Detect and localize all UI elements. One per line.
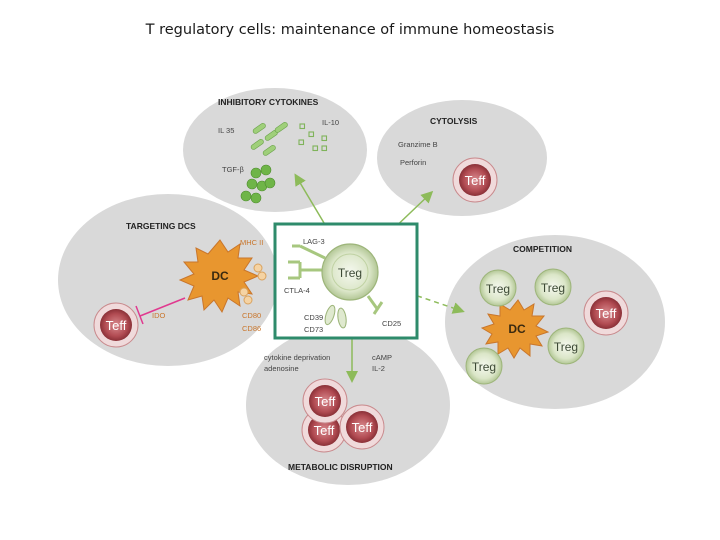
mhc-label: MHC II — [240, 238, 263, 247]
svg-text:Treg: Treg — [338, 266, 362, 280]
central-treg-receptors — [288, 244, 384, 329]
il10-molecules — [298, 123, 328, 152]
svg-text:Teff: Teff — [596, 306, 617, 321]
cytokine-deprivation-label: cytokine deprivation — [264, 353, 330, 362]
tgfb-label: TGF-β — [222, 165, 244, 174]
cd39-label: CD39 — [304, 313, 323, 322]
dc-cell-targeting: DC — [178, 239, 260, 314]
svg-text:Treg: Treg — [554, 340, 578, 354]
camp-label: cAMP — [372, 353, 392, 362]
cytolysis-panel — [377, 100, 547, 216]
teff-cell: Teff — [302, 378, 348, 424]
ctla4-label: CTLA-4 — [284, 286, 310, 295]
teff-cell: Teff — [93, 302, 139, 348]
svg-text:Treg: Treg — [486, 282, 510, 296]
competition-header: COMPETITION — [513, 244, 572, 254]
lag3-label: LAG-3 — [303, 237, 325, 246]
il10-label: IL-10 — [322, 118, 339, 127]
treg-cell: Treg — [321, 243, 379, 301]
svg-text:Teff: Teff — [465, 173, 486, 188]
cytolysis-header: CYTOLYSIS — [430, 116, 478, 126]
svg-text:Treg: Treg — [541, 281, 565, 295]
treg-cell: Treg — [534, 268, 572, 306]
ido-inhibition-line — [139, 297, 186, 317]
il2-label: IL-2 — [372, 364, 385, 373]
ido-label: IDO — [152, 311, 166, 320]
svg-text:Teff: Teff — [106, 318, 127, 333]
teff-cell: Teff — [452, 157, 498, 203]
svg-text:Teff: Teff — [314, 423, 335, 438]
inhibitory-panel — [183, 88, 367, 212]
svg-text:Teff: Teff — [315, 394, 336, 409]
cd25-label: CD25 — [382, 319, 401, 328]
metabolic-panel — [246, 325, 450, 485]
ido-inhibition-bar — [135, 305, 144, 325]
inhibitory-header: INHIBITORY CYTOKINES — [218, 97, 319, 107]
dc-cell-competition: DC — [480, 299, 550, 359]
granzyme-label: Granzime B — [398, 140, 438, 149]
adenosine-label: adenosine — [264, 364, 299, 373]
page-title: T regulatory cells: maintenance of immun… — [145, 22, 555, 38]
svg-text:Teff: Teff — [352, 420, 373, 435]
il35-label: IL 35 — [218, 126, 234, 135]
svg-text:DC: DC — [508, 322, 526, 336]
cd80-label: CD80 — [242, 311, 261, 320]
metabolic-header: METABOLIC DISRUPTION — [288, 462, 393, 472]
targeting-header: TARGETING DCS — [126, 221, 196, 231]
svg-text:DC: DC — [211, 269, 229, 283]
dc-receptors — [239, 263, 267, 305]
il35-molecules — [250, 122, 288, 156]
treg-cell: Treg — [547, 327, 585, 365]
perforin-label: Perforin — [400, 158, 426, 167]
treg-cell: Treg — [479, 269, 517, 307]
treg-cell: Treg — [465, 347, 503, 385]
cd73-label: CD73 — [304, 325, 323, 334]
cd86-label: CD86 — [242, 324, 261, 333]
teff-cell: Teff — [339, 404, 385, 450]
svg-text:Treg: Treg — [472, 360, 496, 374]
teff-cell: Teff — [583, 290, 629, 336]
tgfb-molecules — [240, 164, 276, 204]
